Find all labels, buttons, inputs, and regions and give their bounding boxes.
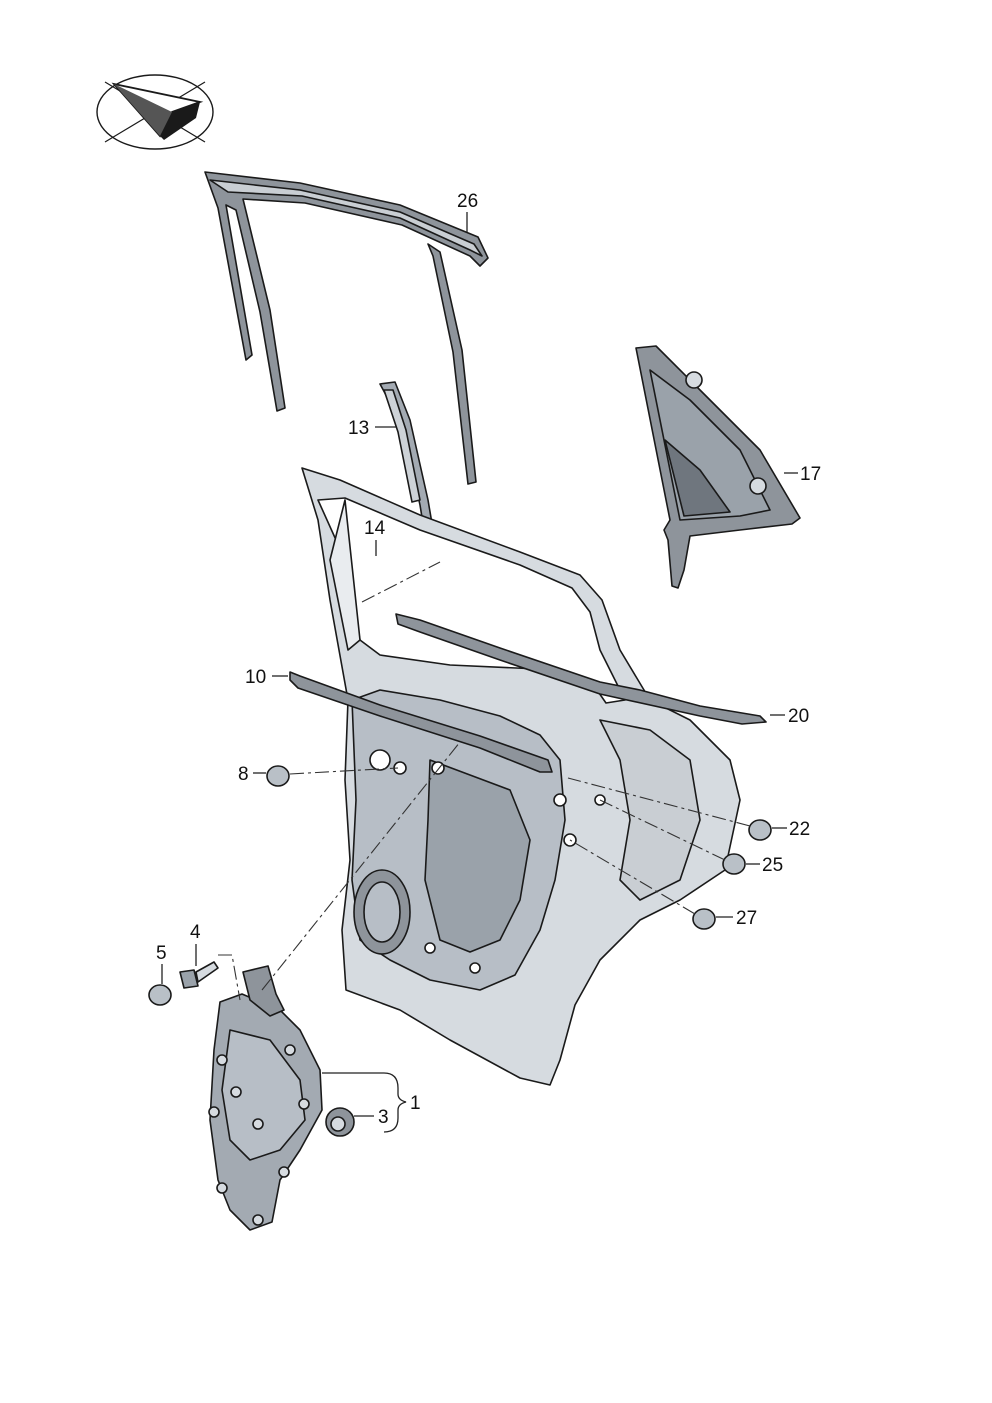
grommet-5 xyxy=(148,984,172,1006)
callout-5: 5 xyxy=(156,943,167,964)
inner-window-seal xyxy=(289,671,553,773)
grommet-27 xyxy=(692,908,716,930)
callout-26: 25 xyxy=(762,855,783,876)
callout-14: 14 xyxy=(364,518,386,539)
callout-labels: 26 13 14 17 10 20 8 22 25 27 4 5 3 1 xyxy=(156,191,821,1128)
grommet-8 xyxy=(266,765,290,787)
screw-part xyxy=(179,961,219,989)
callout-27: 27 xyxy=(736,908,757,929)
orientation-arrow-icon xyxy=(96,74,214,150)
callout-25: 22 xyxy=(789,819,810,840)
callout-22: 20 xyxy=(788,706,809,727)
callout-20: 17 xyxy=(800,464,821,485)
grommet-25 xyxy=(748,819,772,841)
window-guide-seal xyxy=(204,171,489,485)
callout-1: 1 xyxy=(410,1093,421,1114)
assembly-lines xyxy=(218,561,751,1001)
outer-window-seal xyxy=(395,613,767,725)
callout-4: 4 xyxy=(190,922,201,943)
callout-8: 8 xyxy=(238,764,249,785)
regulator-motor-nut xyxy=(325,1107,355,1137)
quarter-window-glass xyxy=(635,345,801,589)
window-regulator-carrier xyxy=(208,965,323,1231)
callout-13: 13 xyxy=(348,418,369,439)
callout-3: 3 xyxy=(378,1107,389,1128)
grommet-26 xyxy=(722,853,746,875)
callout-10: 10 xyxy=(245,667,266,688)
callout-17: 26 xyxy=(457,191,478,212)
leader-lines xyxy=(161,212,798,1133)
